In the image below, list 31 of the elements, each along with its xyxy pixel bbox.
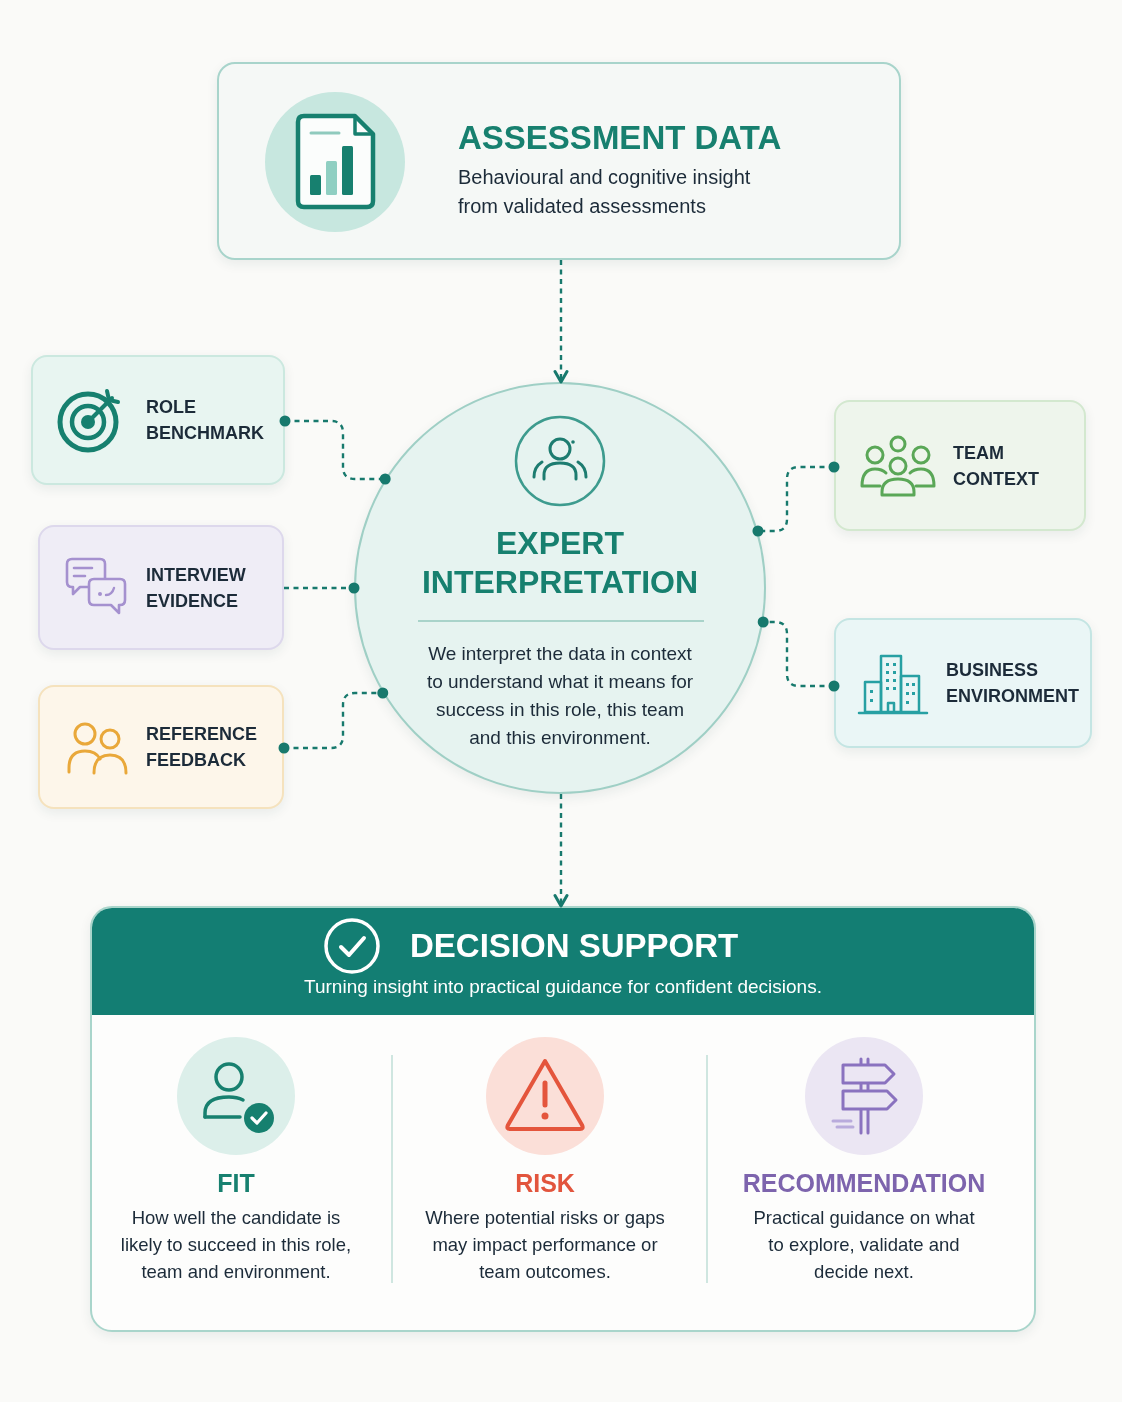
- panel-subtitle: Turning insight into practical guidance for confident decisions.: [304, 975, 822, 999]
- info-card: [217, 62, 901, 260]
- card-label: TEAM CONTEXT: [953, 441, 1039, 491]
- circle-description: We interpret the data in context to understand what it means for success in this role, this team and this environment.: [426, 642, 694, 750]
- card-label: REFERENCE FEEDBACK: [146, 723, 257, 772]
- input-card: [31, 355, 285, 485]
- input-card: [38, 685, 284, 809]
- card-label: INTERVIEW EVIDENCE: [146, 563, 246, 613]
- connector-line: [757, 616, 840, 692]
- column-description: Practical guidance on what to explore, validate and decide next.: [752, 1206, 976, 1284]
- connector-line: [752, 461, 840, 537]
- decision-panel: [90, 906, 1036, 1332]
- circle-title: EXPERT INTERPRETATION: [421, 524, 699, 602]
- column-title: FIT: [217, 1168, 255, 1198]
- connector-line: [284, 582, 360, 594]
- input-card: [38, 525, 284, 650]
- arrow: [553, 794, 569, 908]
- card-label: ROLE BENCHMARK: [146, 396, 264, 445]
- card-title: ASSESSMENT DATA: [458, 118, 782, 158]
- card-description: Behavioural and cognitive insight from validated assessments: [458, 165, 752, 219]
- arrow: [553, 260, 569, 384]
- connector-line: [279, 415, 391, 485]
- connector-line: [278, 687, 389, 754]
- input-card: [834, 400, 1086, 531]
- column-description: Where potential risks or gaps may impact performance or team outcomes.: [424, 1206, 666, 1284]
- panel-title: DECISION SUPPORT: [410, 926, 739, 966]
- column-title: RISK: [515, 1168, 575, 1198]
- column-title: RECOMMENDATION: [742, 1168, 986, 1198]
- card-label: BUSINESS ENVIRONMENT: [946, 659, 1079, 708]
- input-card: [834, 618, 1092, 748]
- column-description: How well the candidate is likely to succeed in this role, team and environment.: [120, 1206, 352, 1284]
